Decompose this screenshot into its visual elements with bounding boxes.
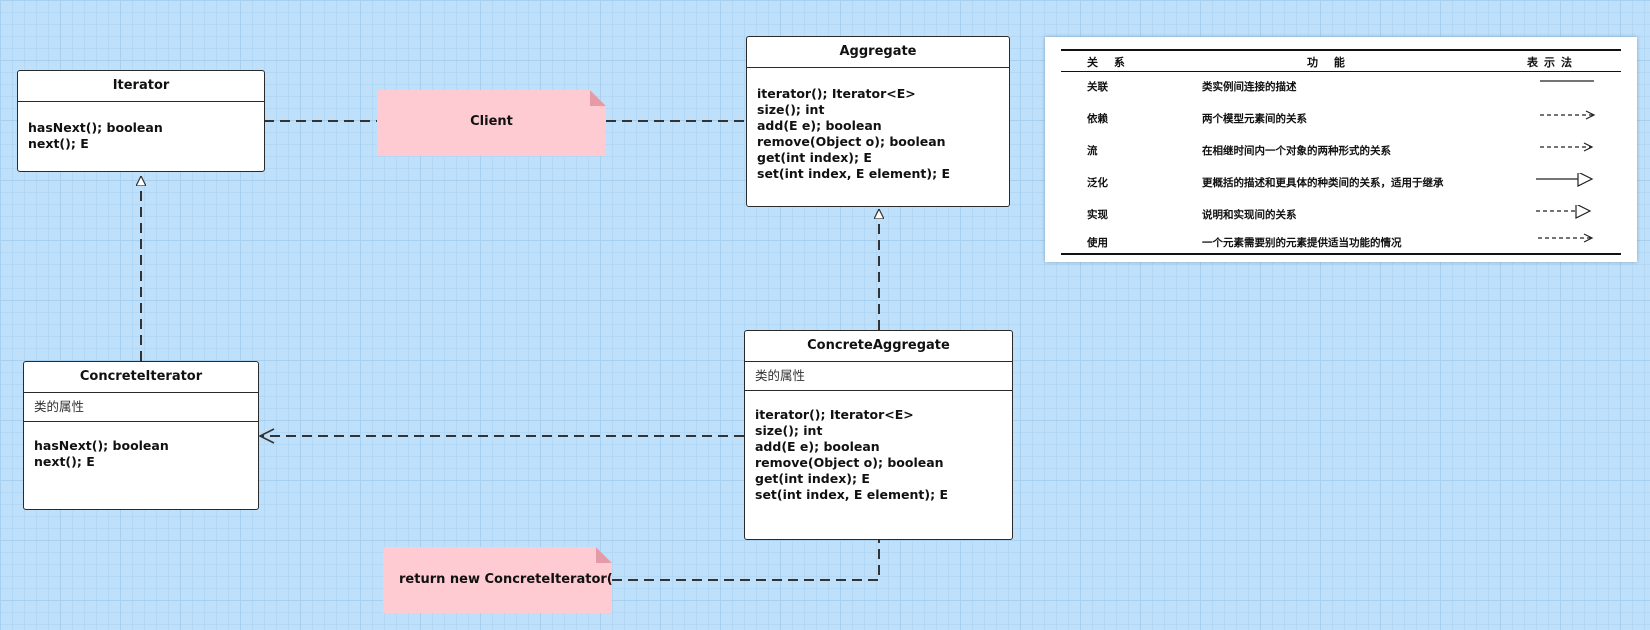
- legend-function: 说明和实现间的关系: [1202, 209, 1297, 221]
- method: iterator(); Iterator<E>: [757, 86, 916, 101]
- method: remove(Object o); boolean: [755, 455, 944, 470]
- method: set(int index, E element); E: [757, 166, 950, 181]
- concrete-iterator-class[interactable]: ConcreteIterator 类的属性 hasNext(); boolean…: [23, 361, 259, 510]
- client-note-text: Client: [470, 114, 513, 129]
- method: next(); E: [28, 136, 89, 151]
- legend-relation: 关联: [1087, 81, 1108, 93]
- legend-row: 关联 类实例间连接的描述: [1045, 77, 1637, 97]
- legend-top-rule: [1061, 49, 1621, 51]
- legend-function: 在相继时间内一个对象的两种形式的关系: [1202, 145, 1391, 157]
- legend-row: 依赖 两个模型元素间的关系: [1045, 109, 1637, 129]
- dashed-hollow-triangle-icon: [1536, 205, 1592, 219]
- method: remove(Object o); boolean: [757, 134, 946, 149]
- legend-header-notation: 表示法: [1527, 56, 1578, 69]
- concrete-aggregate-class[interactable]: ConcreteAggregate 类的属性 iterator(); Itera…: [744, 330, 1013, 540]
- method: get(int index); E: [757, 150, 872, 165]
- solid-line-icon: [1540, 80, 1594, 82]
- relationship-legend: 关 系 功 能 表示法 关联 类实例间连接的描述 依赖 两个模型元素间的关系 流…: [1045, 37, 1637, 262]
- legend-header-function: 功 能: [1307, 56, 1351, 69]
- concrete-iterator-methods: hasNext(); boolean next(); E: [24, 422, 258, 470]
- legend-function: 类实例间连接的描述: [1202, 81, 1297, 93]
- method: size(); int: [757, 102, 825, 117]
- iterator-class-name: Iterator: [18, 71, 264, 102]
- concrete-iterator-class-name: ConcreteIterator: [24, 362, 258, 393]
- method: add(E e); boolean: [757, 118, 882, 133]
- legend-relation: 使用: [1087, 237, 1108, 249]
- legend-function: 一个元素需要别的元素提供适当功能的情况: [1202, 237, 1402, 249]
- method: set(int index, E element); E: [755, 487, 948, 502]
- legend-row: 使用 一个元素需要别的元素提供适当功能的情况: [1045, 233, 1637, 253]
- method: next(); E: [34, 454, 95, 469]
- return-note-text: return new ConcreteIterator();: [399, 572, 624, 587]
- legend-relation: 泛化: [1087, 177, 1108, 189]
- method: size(); int: [755, 423, 823, 438]
- concrete-aggregate-attributes: 类的属性: [745, 362, 1012, 391]
- dashed-open-arrow-icon: [1538, 233, 1594, 243]
- iterator-methods: hasNext(); boolean next(); E: [18, 102, 264, 152]
- legend-relation: 实现: [1087, 209, 1108, 221]
- legend-function: 两个模型元素间的关系: [1202, 113, 1307, 125]
- legend-bottom-rule: [1061, 253, 1621, 255]
- legend-relation: 依赖: [1087, 113, 1108, 125]
- concrete-iterator-attributes: 类的属性: [24, 393, 258, 422]
- solid-hollow-triangle-icon: [1536, 173, 1594, 187]
- aggregate-methods: iterator(); Iterator<E> size(); int add(…: [747, 68, 1009, 182]
- return-note[interactable]: return new ConcreteIterator();: [383, 547, 612, 613]
- method: get(int index); E: [755, 471, 870, 486]
- method: add(E e); boolean: [755, 439, 880, 454]
- aggregate-class-name: Aggregate: [747, 37, 1009, 68]
- legend-header-relation: 关 系: [1087, 56, 1131, 69]
- legend-function: 更概括的描述和更具体的种类间的关系，适用于继承: [1202, 177, 1444, 189]
- legend-row: 流 在相继时间内一个对象的两种形式的关系: [1045, 141, 1637, 161]
- method: hasNext(); boolean: [28, 120, 163, 135]
- method: hasNext(); boolean: [34, 438, 169, 453]
- method: iterator(); Iterator<E>: [755, 407, 914, 422]
- concrete-aggregate-methods: iterator(); Iterator<E> size(); int add(…: [745, 391, 1012, 503]
- legend-header-rule: [1061, 71, 1621, 72]
- return-note-link: [612, 540, 880, 581]
- client-note[interactable]: Client: [377, 90, 606, 156]
- dashed-open-arrow-icon: [1540, 110, 1596, 120]
- legend-relation: 流: [1087, 145, 1098, 157]
- dashed-open-arrow-icon: [1540, 142, 1594, 152]
- aggregate-class[interactable]: Aggregate iterator(); Iterator<E> size()…: [746, 36, 1010, 207]
- concrete-aggregate-class-name: ConcreteAggregate: [745, 331, 1012, 362]
- legend-row: 泛化 更概括的描述和更具体的种类间的关系，适用于继承: [1045, 173, 1637, 193]
- iterator-class[interactable]: Iterator hasNext(); boolean next(); E: [17, 70, 265, 172]
- legend-row: 实现 说明和实现间的关系: [1045, 205, 1637, 225]
